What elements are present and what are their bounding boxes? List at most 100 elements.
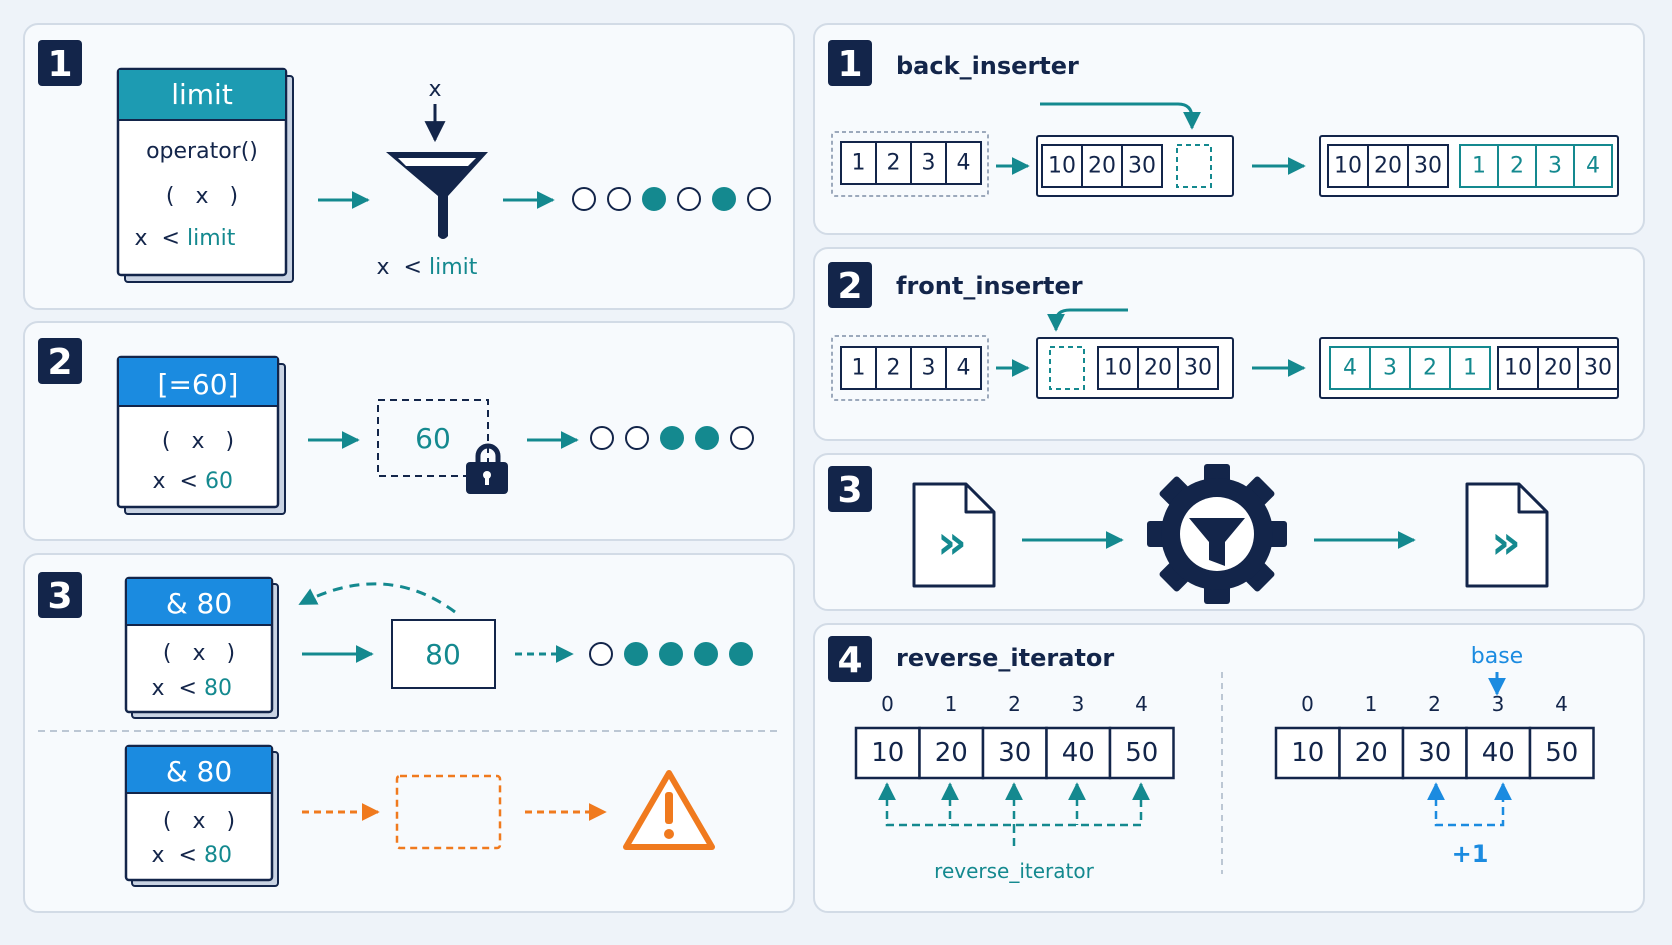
index-label: 3: [1492, 692, 1505, 716]
cell-value: 2: [1423, 356, 1437, 381]
cell-value: 30: [1128, 154, 1156, 179]
step-number: 1: [47, 44, 72, 85]
result-dots: [589, 642, 753, 666]
functor-param: ( x ): [166, 184, 238, 209]
container-cell: [1535, 144, 1575, 188]
source-container-frame: [831, 335, 989, 401]
cell-value: 4: [1586, 154, 1600, 179]
dot-passed: [659, 642, 683, 666]
container-cell: [1449, 346, 1491, 390]
insert-slot: [1049, 346, 1085, 390]
cell-value: 1: [1472, 154, 1486, 179]
base-arrows: [1427, 782, 1512, 801]
lambda-box: [=60] ( x ) x < 60: [116, 355, 286, 515]
step-badge: [38, 338, 82, 384]
lambda-param: ( x ): [163, 641, 235, 666]
dot-filtered: [607, 187, 631, 211]
container-cell: [1367, 144, 1409, 188]
cell-value: 10: [1504, 356, 1532, 381]
dot-passed: [712, 187, 736, 211]
lambda-capture: [=60]: [158, 368, 239, 401]
forward-glyph: »: [937, 515, 967, 569]
step-badge: [828, 40, 872, 86]
lambda-cond-rhs: 60: [205, 469, 233, 494]
container-cell: [1497, 144, 1537, 188]
dot-filtered: [625, 426, 649, 450]
iterator-brackets: [885, 798, 1143, 850]
index-label: 4: [1135, 692, 1148, 716]
dot-passed: [624, 642, 648, 666]
cell-value: 30: [1584, 356, 1612, 381]
forward-glyph: »: [1491, 515, 1521, 569]
index-label: 1: [945, 692, 958, 716]
lambda-ref-box: & 80 ( x ) x < 80: [124, 576, 279, 719]
array-cell: [981, 726, 1048, 780]
index-label: 2: [1008, 692, 1021, 716]
plus-one-label: +1: [1452, 840, 1489, 868]
index-label: 2: [1428, 692, 1441, 716]
panel-title: reverse_iterator: [896, 644, 1114, 672]
dot-filtered: [677, 187, 701, 211]
cell-value: 30: [1184, 356, 1212, 381]
step-number: 2: [837, 266, 862, 307]
step-number: 2: [47, 342, 72, 383]
lambda-cond-lhs: x <: [152, 843, 197, 868]
step-number: 1: [837, 44, 862, 85]
step-badge: [38, 40, 82, 86]
step-badge: [828, 636, 872, 682]
gear-funnel-icon: [1147, 464, 1287, 604]
container-cell: [1177, 346, 1219, 390]
step-number: 3: [47, 576, 72, 617]
lambda-cond-rhs: 80: [204, 676, 232, 701]
reverse-iterator-caption: reverse_iterator: [934, 859, 1094, 883]
funnel-cond-rhs: limit: [429, 255, 478, 280]
left-panel-1: 1 limit operator() ( x ) x < limit x x <…: [23, 23, 795, 310]
step-badge: [828, 466, 872, 512]
right-panel-4: 4 reverse_iterator 0 1 2 3 4 10 20 30 40 50 rever…: [813, 623, 1645, 913]
left-panel-2: 2 [=60] ( x ) x < 60 60: [23, 321, 795, 541]
array-value: 30: [1418, 738, 1451, 768]
dot-passed: [729, 642, 753, 666]
container-cell: [1097, 346, 1139, 390]
array-value: 40: [1482, 738, 1515, 768]
container-cell: [1041, 144, 1083, 188]
cell-value: 20: [1144, 356, 1172, 381]
cell-value: 20: [1374, 154, 1402, 179]
funnel-input-label: x: [428, 77, 441, 102]
container-cell: [1459, 144, 1499, 188]
reference-arrow: [298, 582, 456, 614]
forward-file-icon: »: [912, 482, 996, 588]
cell-value: 3: [922, 151, 936, 176]
index-label: 4: [1555, 692, 1568, 716]
functor-operator: operator(): [146, 139, 258, 164]
referenced-value: 80: [425, 638, 461, 671]
array-cell: [1465, 726, 1532, 780]
functor-cond-lhs: x <: [135, 226, 180, 251]
dot-filtered: [730, 426, 754, 450]
cell-value: 10: [1334, 154, 1362, 179]
array-value: 30: [998, 738, 1031, 768]
array-value: 10: [871, 738, 904, 768]
array-value: 20: [1355, 738, 1388, 768]
container-cell: [1329, 346, 1371, 390]
funnel-icon: x x < limit: [377, 77, 488, 280]
array-cell: [854, 726, 921, 780]
container-cell: [1497, 346, 1539, 390]
right-panel-3: 3 » »: [813, 453, 1645, 611]
container-cell: [1369, 346, 1411, 390]
functor-box: limit operator() ( x ) x < limit: [116, 67, 294, 283]
dot-passed: [660, 426, 684, 450]
result-dots: [572, 187, 771, 211]
array-value: 50: [1545, 738, 1578, 768]
index-label: 0: [1301, 692, 1314, 716]
captured-copy: 60: [377, 399, 508, 494]
container-cell: [840, 141, 877, 185]
cell-value: 3: [1383, 356, 1397, 381]
